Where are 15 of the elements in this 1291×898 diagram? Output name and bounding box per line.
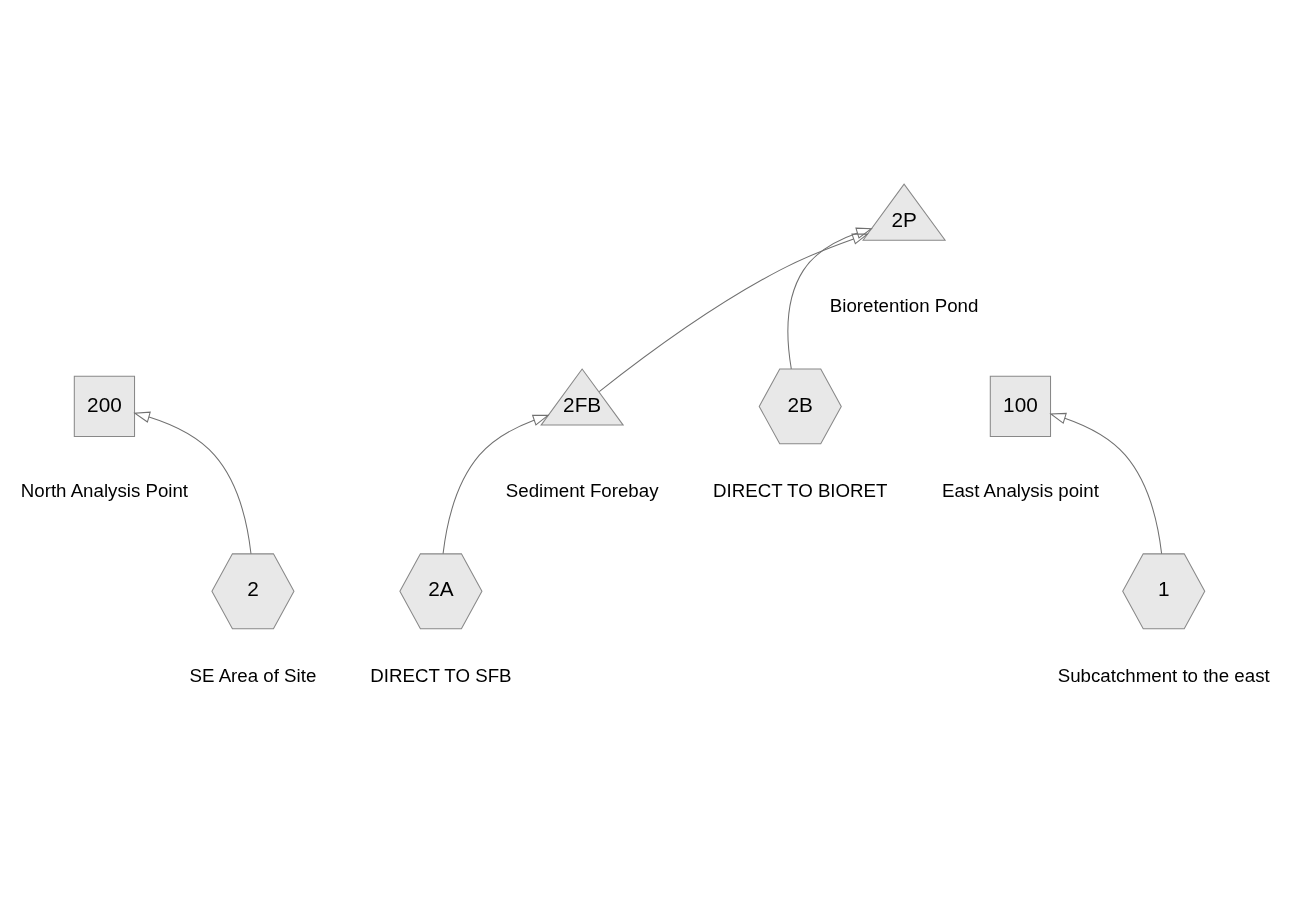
node-box: 200 xyxy=(73,375,136,437)
node-box: 100 xyxy=(989,375,1052,437)
node-label: DIRECT TO BIORET xyxy=(713,479,888,501)
node-label: East Analysis point xyxy=(941,479,1099,501)
node-label: Subcatchment to the east xyxy=(1057,664,1270,686)
node-label: SE Area of Site xyxy=(189,664,317,686)
node-label: DIRECT TO SFB xyxy=(370,664,512,686)
arrow xyxy=(1049,412,1163,554)
arrow xyxy=(787,227,873,369)
node-label: Sediment Forebay xyxy=(505,479,659,501)
arrow xyxy=(133,411,252,554)
node-label: North Analysis Point xyxy=(20,479,189,501)
arrow xyxy=(598,233,869,392)
arrow xyxy=(442,414,550,554)
node-label: Bioretention Pond xyxy=(829,294,979,316)
